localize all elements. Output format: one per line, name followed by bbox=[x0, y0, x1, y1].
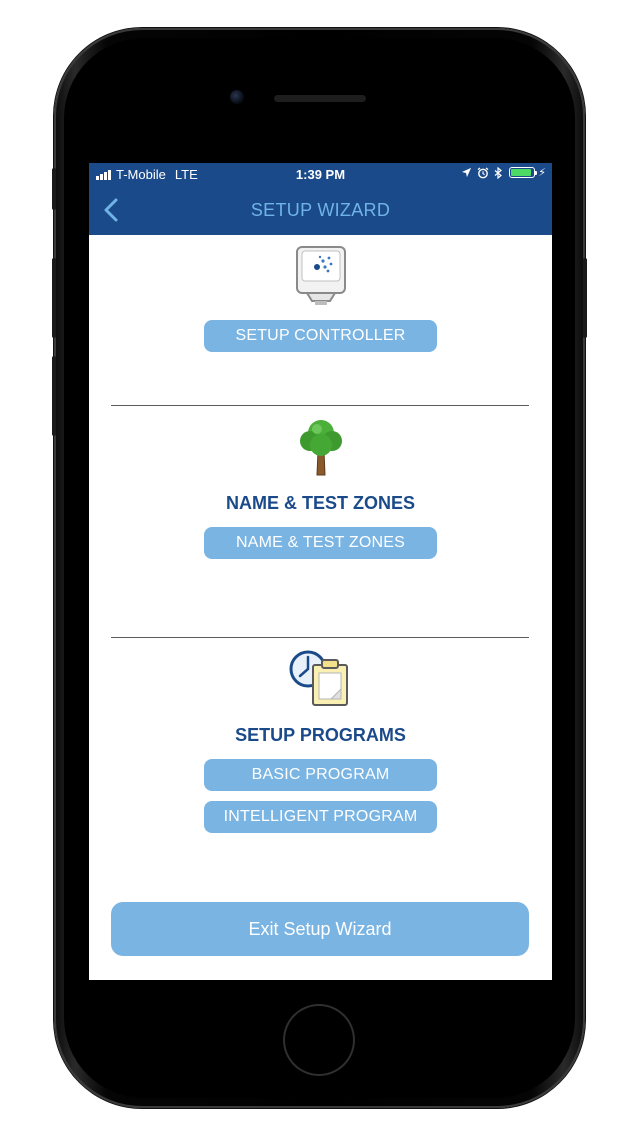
zones-heading: NAME & TEST ZONES bbox=[225, 493, 415, 513]
status-right: ⚡ bbox=[456, 166, 546, 179]
bluetooth-icon bbox=[494, 166, 503, 179]
battery-level bbox=[511, 169, 531, 176]
earpiece-speaker bbox=[274, 95, 366, 102]
section-divider bbox=[111, 405, 529, 406]
mute-switch bbox=[52, 168, 56, 210]
volume-up-button bbox=[52, 258, 56, 338]
status-left: T-Mobile LTE bbox=[96, 167, 198, 182]
section-divider bbox=[111, 637, 529, 638]
tree-icon bbox=[299, 420, 342, 476]
power-button bbox=[583, 258, 587, 338]
home-button[interactable] bbox=[285, 1006, 353, 1074]
basic-program-button[interactable]: BASIC PROGRAM bbox=[204, 759, 437, 791]
tree-icon-wrap bbox=[89, 417, 552, 477]
programs-heading: SETUP PROGRAMS bbox=[235, 725, 406, 745]
setup-controller-button[interactable]: SETUP CONTROLLER bbox=[204, 320, 437, 352]
clock-clipboard-icon bbox=[289, 650, 348, 706]
front-camera bbox=[230, 90, 244, 104]
status-bar: T-Mobile LTE 1:39 PM ⚡ bbox=[89, 163, 552, 185]
page-title: SETUP WIZARD bbox=[250, 200, 391, 220]
battery-icon bbox=[509, 167, 538, 178]
controller-icon-wrap bbox=[89, 245, 552, 307]
alarm-icon bbox=[477, 166, 489, 178]
screen: T-Mobile LTE 1:39 PM ⚡ SETUP WIZARD bbox=[89, 163, 552, 980]
name-test-zones-button[interactable]: NAME & TEST ZONES bbox=[204, 527, 437, 559]
programs-icon-wrap bbox=[89, 649, 552, 709]
controller-icon bbox=[295, 246, 346, 305]
status-time: 1:39 PM bbox=[295, 167, 346, 182]
charging-bolt-icon: ⚡ bbox=[538, 167, 546, 179]
exit-setup-wizard-button[interactable]: Exit Setup Wizard bbox=[111, 902, 529, 956]
network-type: LTE bbox=[174, 167, 198, 182]
volume-down-button bbox=[52, 356, 56, 436]
location-arrow-icon bbox=[462, 167, 472, 178]
chevron-left-icon[interactable] bbox=[101, 197, 123, 223]
intelligent-program-button[interactable]: INTELLIGENT PROGRAM bbox=[204, 801, 437, 833]
signal-strength-icon bbox=[96, 169, 112, 180]
navigation-bar: SETUP WIZARD bbox=[89, 185, 552, 235]
carrier-name: T-Mobile bbox=[116, 167, 166, 182]
